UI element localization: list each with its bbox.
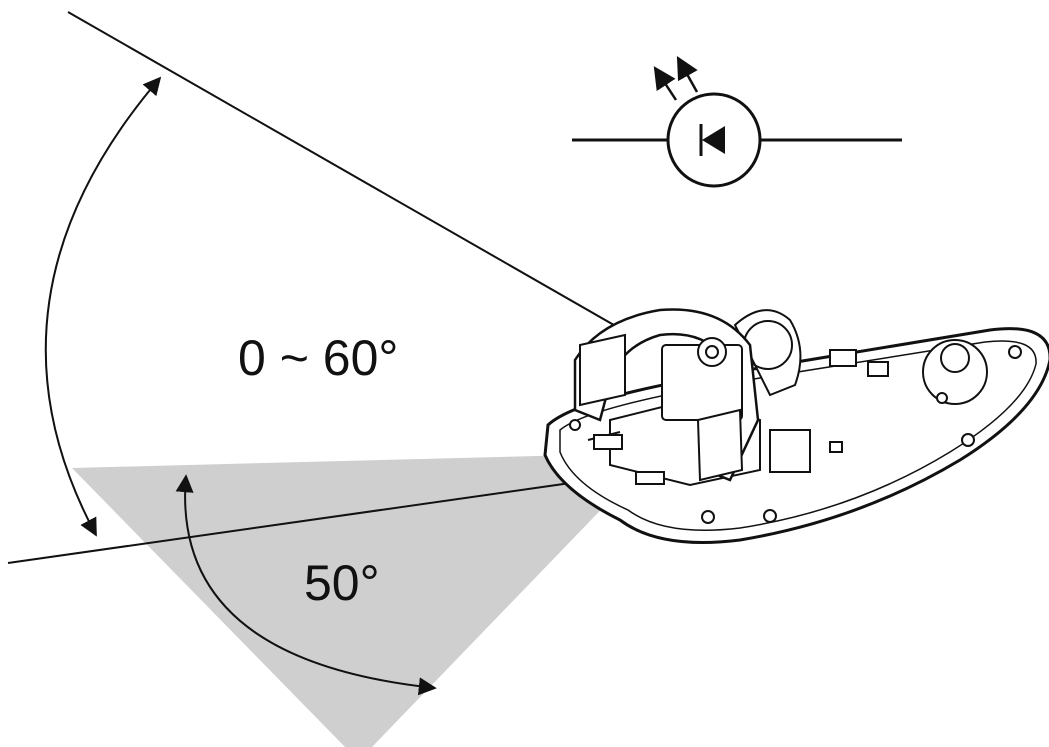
- fov-angle-arc: [175, 474, 437, 696]
- tilt-range-label: 0 ~ 60°: [238, 330, 399, 386]
- photodiode-symbol-icon: [572, 56, 902, 188]
- field-of-view-label: 50°: [304, 555, 380, 611]
- camera-module-icon: [543, 308, 1049, 544]
- upper-tilt-line: [67, 11, 641, 341]
- tilt-angle-arc: [44, 76, 162, 537]
